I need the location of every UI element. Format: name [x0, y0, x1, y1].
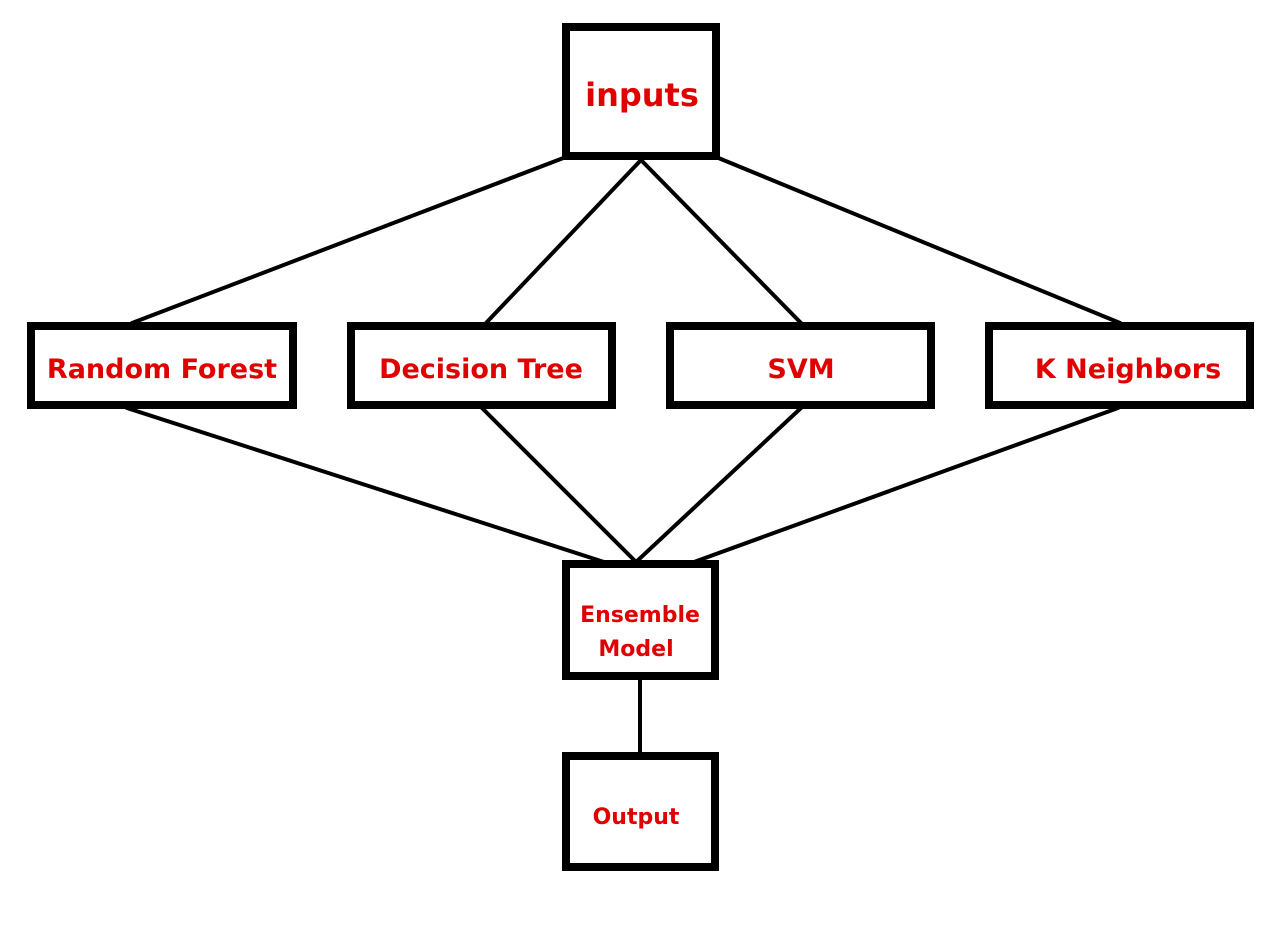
node-output: Output — [562, 752, 719, 871]
edge-decision-tree-ensemble — [480, 406, 638, 564]
edge-svm-ensemble — [634, 406, 803, 564]
node-random-forest-label: Random Forest — [47, 354, 277, 385]
node-svm-box — [666, 322, 935, 409]
edges — [125, 155, 1122, 757]
edge-random-forest-ensemble — [125, 406, 606, 564]
node-inputs-box — [562, 23, 720, 160]
node-ensemble-model-label-line1: Ensemble — [580, 603, 700, 628]
node-ensemble-model: Ensemble Model — [562, 560, 719, 680]
node-output-label: Output — [593, 805, 680, 830]
node-output-box — [562, 752, 719, 871]
node-ensemble-model-label-line2: Model — [598, 637, 673, 662]
node-decision-tree: Decision Tree — [347, 322, 616, 409]
node-decision-tree-box — [347, 322, 616, 409]
node-random-forest: Random Forest — [27, 322, 297, 409]
node-svm: SVM — [666, 322, 935, 409]
edge-inputs-random-forest — [130, 155, 568, 325]
node-k-neighbors: K Neighbors — [985, 322, 1254, 409]
node-inputs: inputs — [562, 23, 720, 160]
node-inputs-label: inputs — [585, 76, 699, 114]
node-random-forest-box — [27, 322, 297, 409]
edge-k-neighbors-ensemble — [692, 406, 1120, 564]
node-svm-label: SVM — [767, 354, 834, 385]
node-decision-tree-label: Decision Tree — [379, 354, 583, 385]
node-k-neighbors-box — [985, 322, 1254, 409]
node-k-neighbors-label: K Neighbors — [1035, 354, 1221, 385]
edge-inputs-svm — [639, 158, 803, 325]
edge-inputs-k-neighbors — [714, 155, 1122, 325]
node-ensemble-model-box — [562, 560, 719, 680]
edge-inputs-decision-tree — [484, 158, 643, 325]
